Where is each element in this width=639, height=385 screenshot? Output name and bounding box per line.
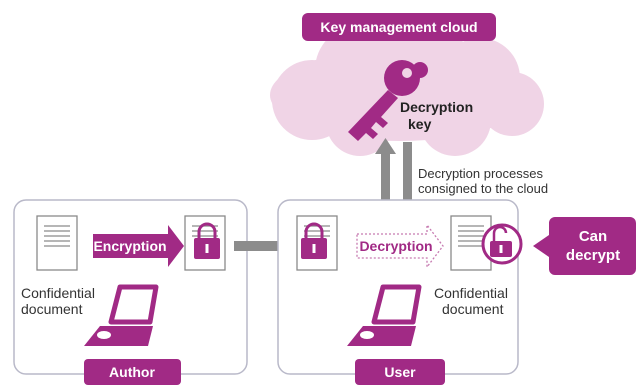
author-label: Author (109, 364, 155, 380)
consign-note-line1: Decryption processes (418, 166, 543, 181)
decryption-arrow: Decryption (356, 223, 444, 269)
user-doc-caption-line1: Confidential (434, 285, 508, 301)
author-badge: Author (84, 359, 181, 385)
consign-note-line2: consigned to the cloud (418, 181, 548, 196)
cloud-title-badge: Key management cloud (302, 13, 496, 41)
document-icon (36, 215, 78, 271)
user-badge: User (355, 359, 445, 385)
can-decrypt-line2: decrypt (566, 247, 620, 264)
author-doc-caption-line1: Confidential (21, 285, 95, 301)
laptop-icon (84, 284, 159, 346)
key-label-line2: key (408, 116, 432, 132)
user-laptop-icon (347, 284, 422, 346)
key-label-line1: Decryption (400, 99, 473, 115)
encryption-label: Encryption (93, 238, 166, 254)
decryption-label: Decryption (359, 238, 432, 254)
user-label: User (384, 364, 416, 380)
can-decrypt-callout: Can decrypt (533, 217, 636, 275)
lock-icon (194, 222, 220, 259)
key-icon (348, 60, 428, 141)
user-doc-caption-line2: document (442, 301, 504, 317)
cloud-title: Key management cloud (320, 19, 477, 35)
author-doc-caption-line2: document (21, 301, 83, 317)
user-lock-icon (301, 222, 327, 259)
encryption-arrow: Encryption (93, 225, 184, 267)
unlock-icon (481, 223, 523, 265)
can-decrypt-line1: Can (579, 228, 607, 245)
